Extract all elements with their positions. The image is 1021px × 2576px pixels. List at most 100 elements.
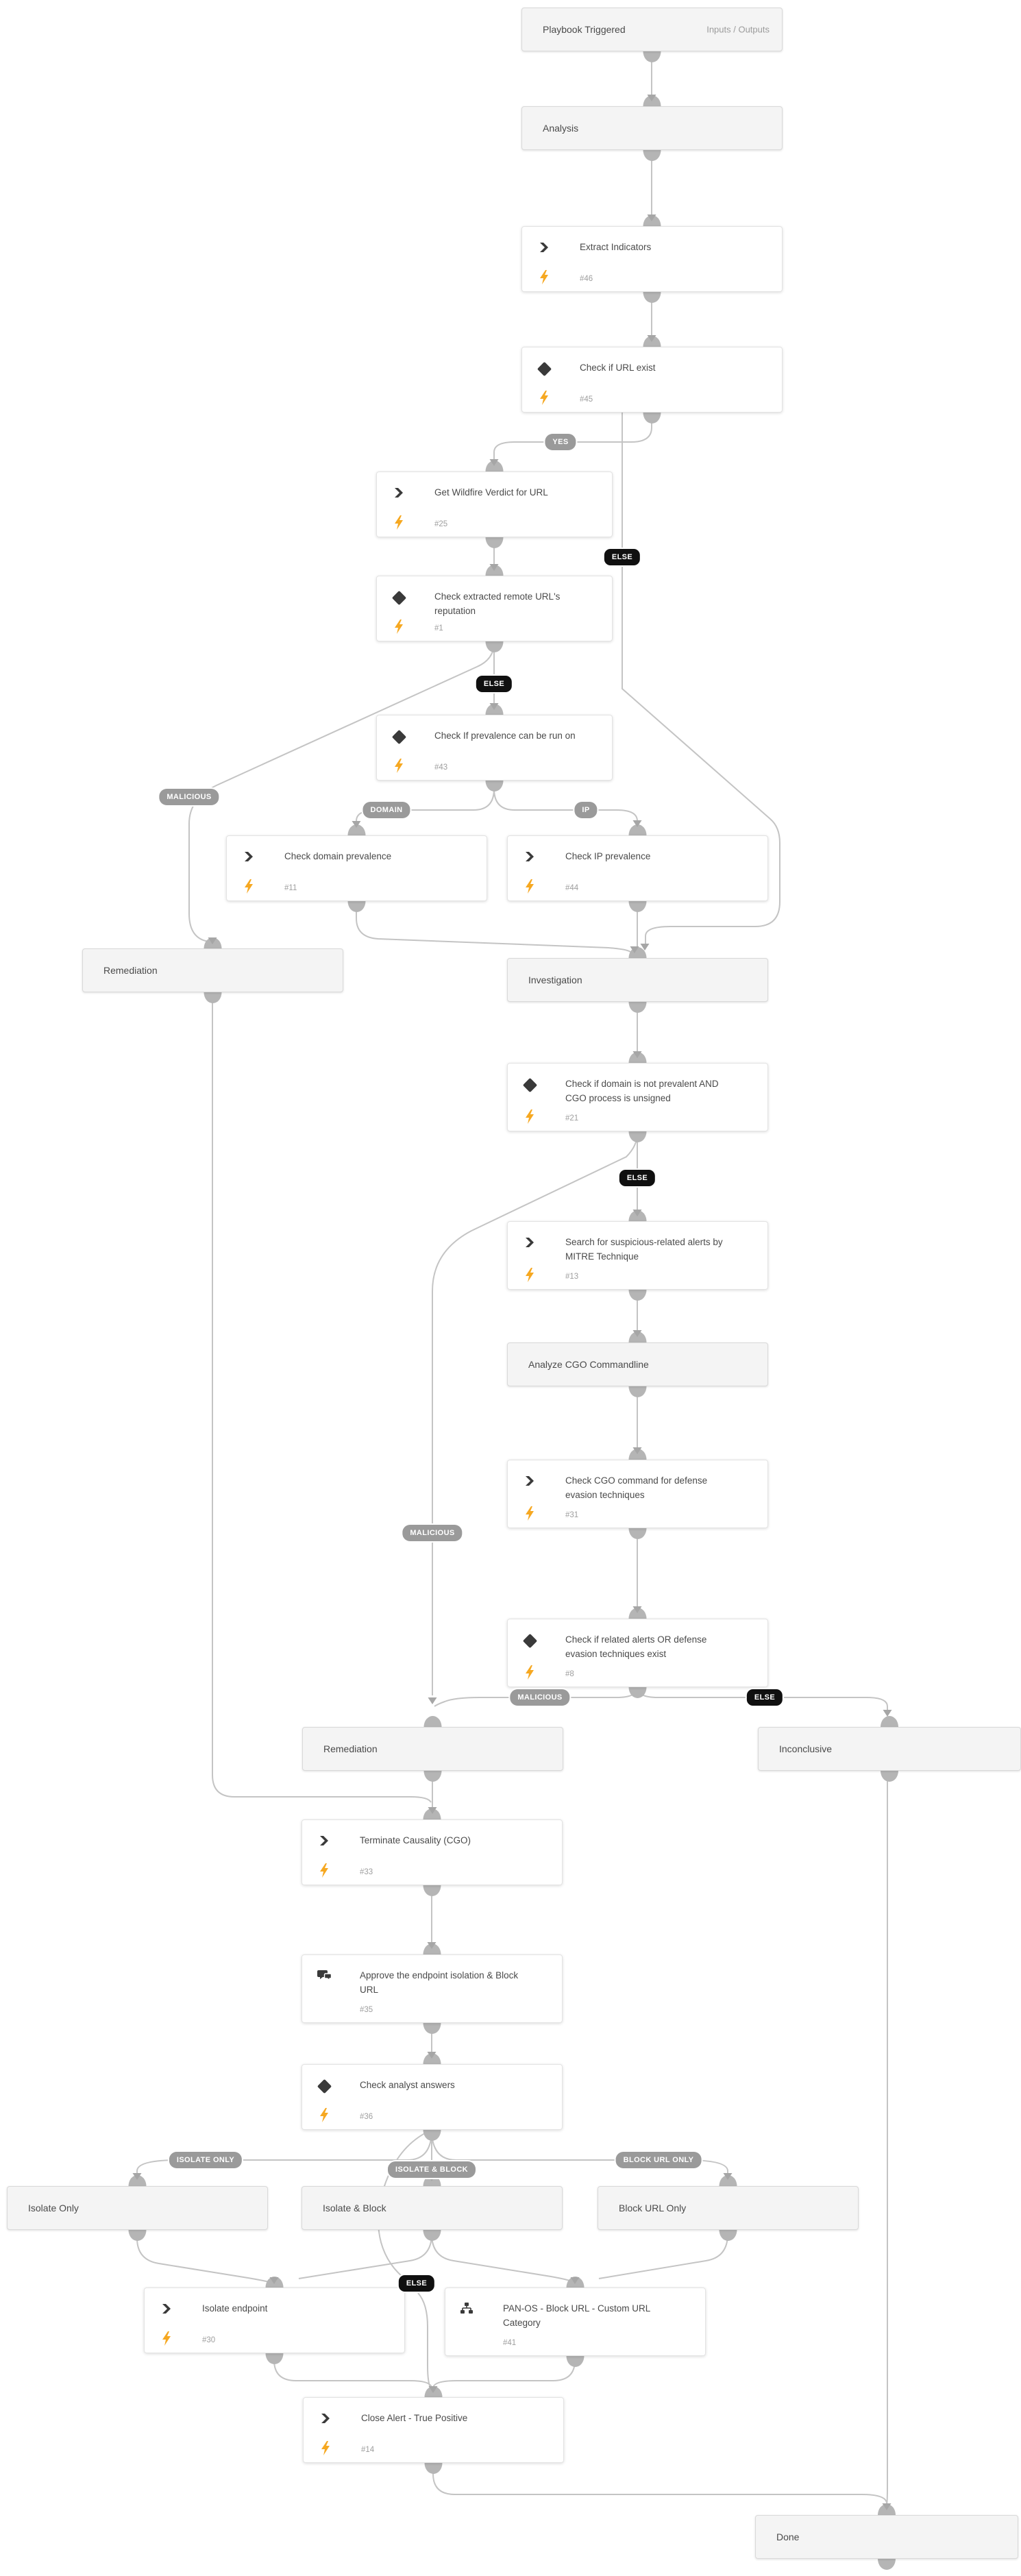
branch-label-malicious: MALICIOUS xyxy=(402,1525,463,1541)
condition-diamond-icon xyxy=(391,590,407,606)
arrow-head-icon xyxy=(632,1210,642,1216)
section-label: Inconclusive xyxy=(779,1743,833,1754)
node-investigation[interactable]: Investigation xyxy=(507,958,768,1002)
task-title: Terminate Causality (CGO) xyxy=(360,1835,471,1845)
section-label: Remediation xyxy=(103,965,158,976)
node-done[interactable]: Done xyxy=(755,2515,1018,2559)
edge-path xyxy=(356,788,495,822)
branch-label-block-url-only: BLOCK URL ONLY xyxy=(615,2152,702,2168)
script-bolt-icon xyxy=(539,270,549,284)
node-check-if-prevalence-can-be-run-on[interactable]: Check If prevalence can be run on#43 xyxy=(376,715,613,781)
automation-task-icon xyxy=(523,1236,537,1250)
section-label: Isolate & Block xyxy=(323,2203,386,2213)
script-bolt-icon xyxy=(319,1863,329,1878)
node-check-domain-prevalence[interactable]: Check domain prevalence #11 xyxy=(226,835,487,901)
script-bolt-icon xyxy=(525,1109,534,1124)
condition-diamond-icon xyxy=(537,361,552,377)
section-label: Analyze CGO Commandline xyxy=(528,1359,649,1370)
node-analyze-cgo-commandline[interactable]: Analyze CGO Commandline xyxy=(507,1342,768,1386)
task-number: #1 xyxy=(434,624,443,633)
node-check-if-domain-is-not-prevalent[interactable]: Check if domain is not prevalent AND CGO… xyxy=(507,1063,768,1131)
node-check-extracted-remote-urls-reputation[interactable]: Check extracted remote URL's reputation#… xyxy=(376,576,613,641)
automation-task-icon xyxy=(319,2412,332,2426)
node-isolate-and-block[interactable]: Isolate & Block xyxy=(302,2186,563,2230)
script-bolt-icon xyxy=(321,2441,330,2455)
node-check-if-related-alerts[interactable]: Check if related alerts OR defense evasi… xyxy=(507,1619,768,1687)
task-number: #21 xyxy=(565,1114,579,1123)
branch-label-else: ELSE xyxy=(476,676,513,692)
arrow-head-icon xyxy=(882,2503,891,2510)
task-title: Approve the endpoint isolation & Block U… xyxy=(360,1970,519,1995)
task-number: #36 xyxy=(360,2113,373,2121)
arrow-head-icon xyxy=(630,946,639,953)
arrow-head-icon xyxy=(428,1697,437,1704)
node-check-analyst-answers[interactable]: Check analyst answers#36 xyxy=(302,2064,563,2130)
script-bolt-icon xyxy=(394,620,404,634)
arrow-head-icon xyxy=(489,703,499,710)
section-label: Investigation xyxy=(528,974,582,985)
arrow-head-icon xyxy=(723,2173,733,2180)
task-number: #35 xyxy=(360,2006,373,2014)
branch-label-ip: IP xyxy=(574,802,598,818)
node-inconclusive[interactable]: Inconclusive xyxy=(758,1727,1021,1771)
task-title: Extract Indicators xyxy=(580,242,652,252)
arrow-head-icon xyxy=(208,937,217,944)
branch-label-else: ELSE xyxy=(398,2275,435,2292)
node-remediation-1[interactable]: Remediation xyxy=(82,948,343,992)
node-check-ip-prevalence[interactable]: Check IP prevalence#44 xyxy=(507,835,768,901)
node-isolate-endpoint[interactable]: Isolate endpoint#30 xyxy=(144,2287,405,2353)
node-terminate-causality-cgo[interactable]: Terminate Causality (CGO)#33 xyxy=(302,1819,563,1885)
task-number: #44 xyxy=(565,884,579,892)
node-remediation-2[interactable]: Remediation xyxy=(302,1727,563,1771)
inputs-outputs-link[interactable]: Inputs / Outputs xyxy=(706,24,770,35)
node-close-alert-true-positive[interactable]: Close Alert - True Positive#14 xyxy=(303,2397,564,2463)
arrow-head-icon xyxy=(632,1051,642,1058)
arrow-head-icon xyxy=(489,459,499,466)
section-label: Done xyxy=(776,2531,800,2542)
branch-label-domain: DOMAIN xyxy=(362,802,410,818)
task-title: Check CGO command for defense evasion te… xyxy=(565,1475,708,1500)
edge-path xyxy=(432,2463,887,2505)
task-number: #14 xyxy=(361,2446,375,2454)
edge-path xyxy=(432,2356,576,2388)
arrow-head-icon xyxy=(489,564,499,571)
section-label: Playbook Triggered xyxy=(543,24,626,35)
node-block-url-only[interactable]: Block URL Only xyxy=(598,2186,859,2230)
task-title: Check if domain is not prevalent AND CGO… xyxy=(565,1079,719,1103)
arrow-head-icon xyxy=(132,2173,142,2180)
branch-label-malicious: MALICIOUS xyxy=(510,1689,570,1706)
node-analysis[interactable]: Analysis xyxy=(521,106,783,150)
task-title: Check domain prevalence xyxy=(284,851,392,861)
script-bolt-icon xyxy=(525,1268,534,1282)
task-number: #11 xyxy=(284,884,297,892)
sub-playbook-icon xyxy=(460,2303,474,2316)
node-extract-indicators[interactable]: Extract Indicators #46 xyxy=(521,226,783,292)
task-number: #41 xyxy=(503,2339,517,2347)
task-number: #30 xyxy=(202,2336,216,2344)
section-label: Block URL Only xyxy=(619,2203,687,2213)
task-number: #45 xyxy=(580,395,593,404)
task-number: #46 xyxy=(580,275,593,283)
branch-label-isolate-block: ISOLATE & BLOCK xyxy=(387,2161,476,2178)
node-playbook-triggered[interactable]: Playbook Triggered Inputs / Outputs xyxy=(521,8,783,51)
arrow-head-icon xyxy=(269,2277,279,2284)
task-number: #43 xyxy=(434,763,448,772)
arrow-head-icon xyxy=(427,1942,436,1949)
edge-path xyxy=(598,2230,728,2279)
branch-label-else: ELSE xyxy=(619,1170,656,1186)
condition-diamond-icon xyxy=(522,1077,538,1093)
script-bolt-icon xyxy=(539,391,549,405)
automation-task-icon xyxy=(537,241,551,255)
branch-label-yes: YES xyxy=(545,434,576,450)
node-isolate-only[interactable]: Isolate Only xyxy=(7,2186,268,2230)
script-bolt-icon xyxy=(525,1506,534,1521)
node-search-for-suspicious-related-alerts[interactable]: Search for suspicious-related alerts by … xyxy=(507,1221,768,1290)
node-check-cgo-command[interactable]: Check CGO command for defense evasion te… xyxy=(507,1460,768,1528)
arrow-head-icon xyxy=(352,821,361,828)
node-check-if-url-exist[interactable]: Check if URL exist#45 xyxy=(521,347,783,413)
node-approve-the-endpoint-isolation[interactable]: Approve the endpoint isolation & Block U… xyxy=(302,1954,563,2023)
node-pan-os-block-url-custom-url-category[interactable]: PAN-OS - Block URL - Custom URL Category… xyxy=(445,2287,706,2356)
node-get-wildfire-verdict-for-url[interactable]: Get Wildfire Verdict for URL#25 xyxy=(376,471,613,537)
script-bolt-icon xyxy=(525,1665,534,1680)
